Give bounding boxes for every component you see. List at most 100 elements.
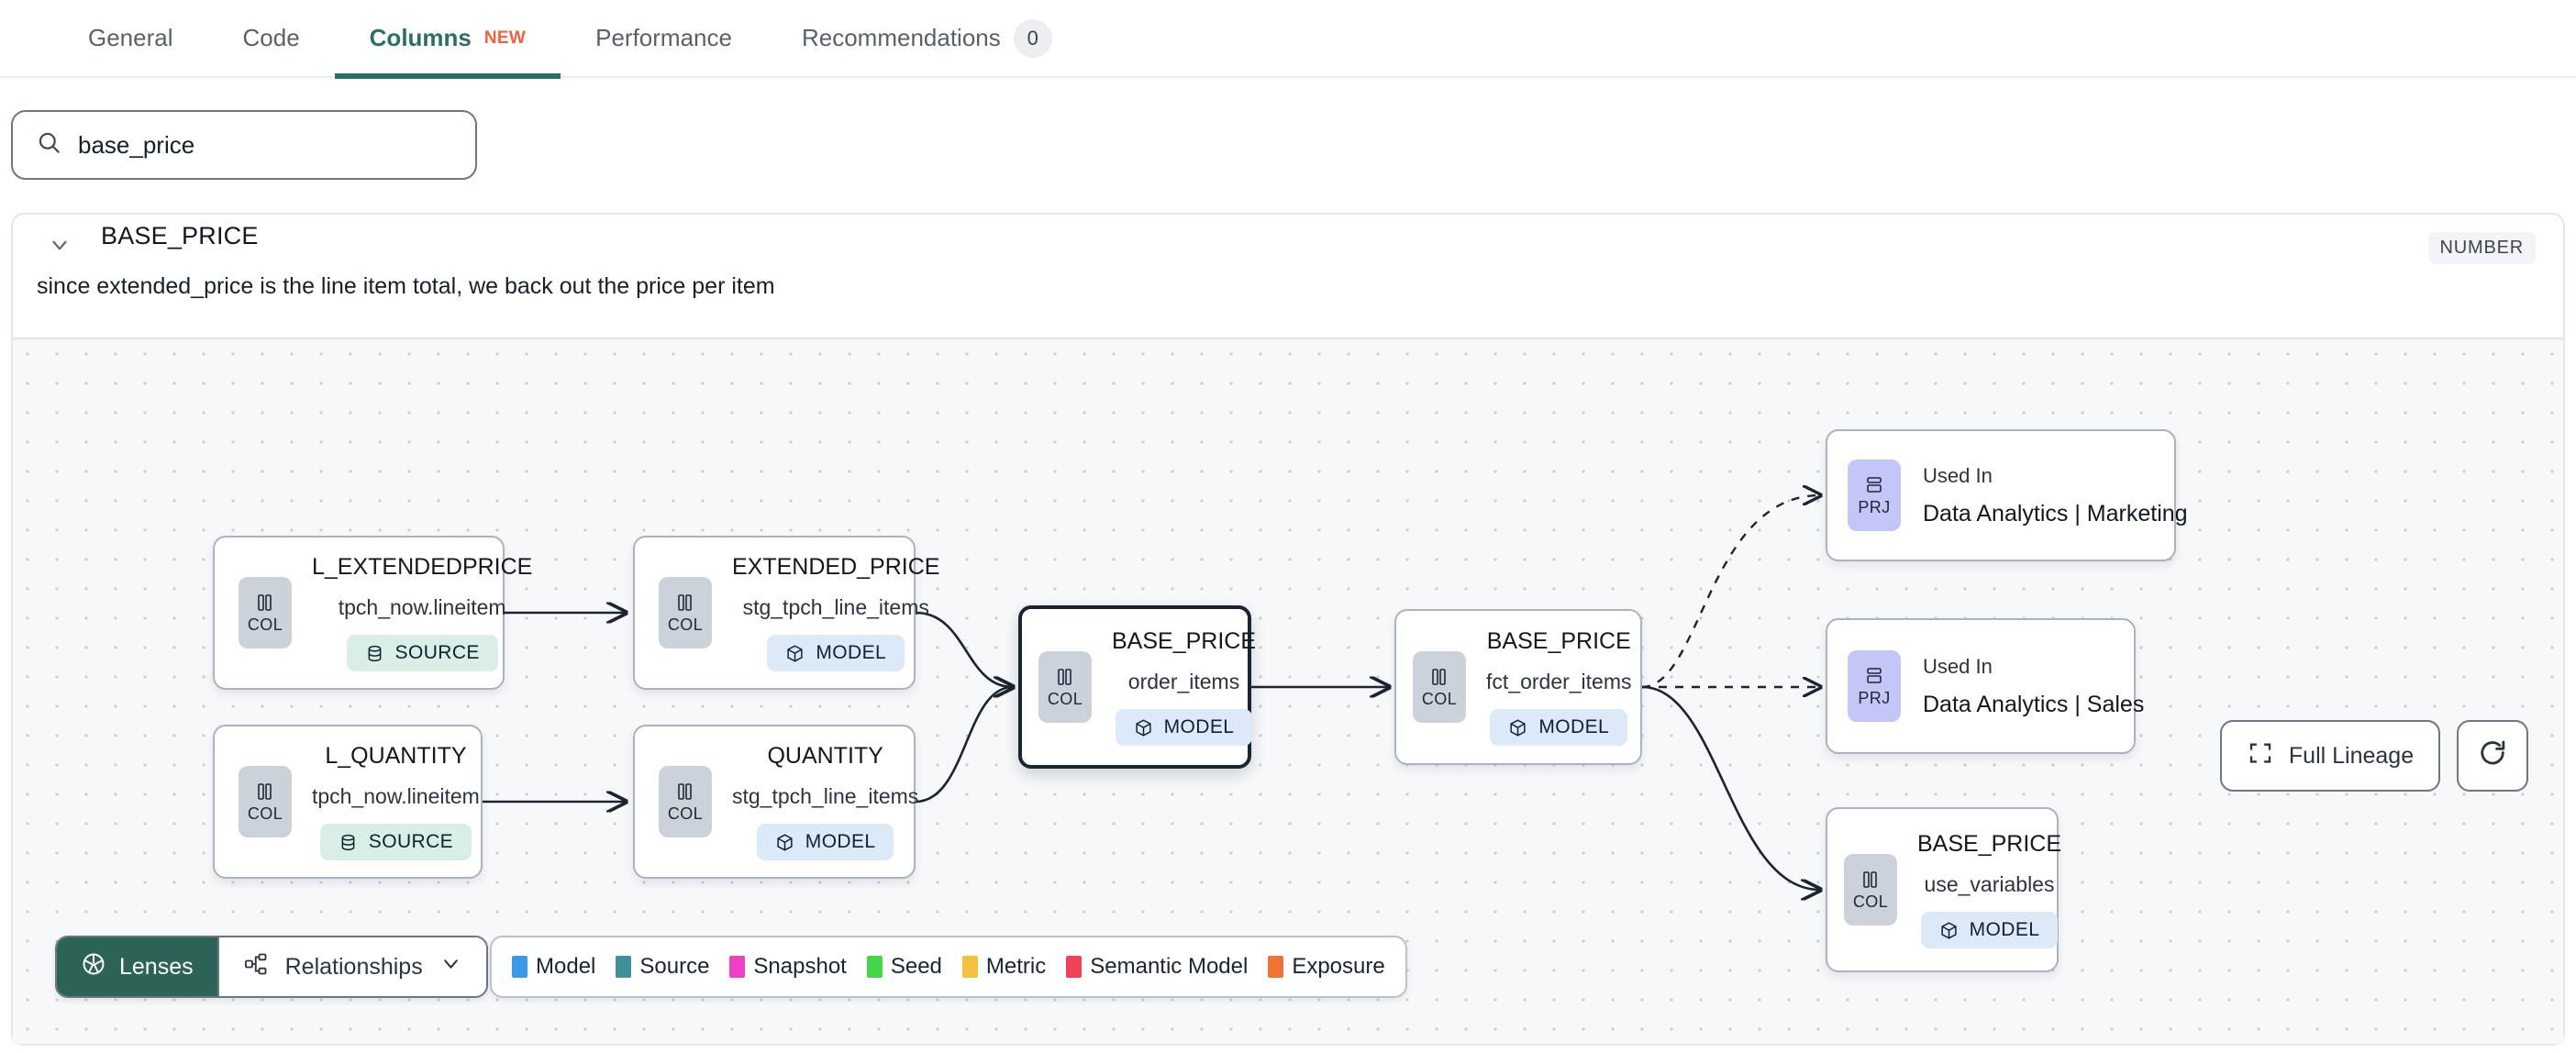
legend-item-model: Model [512, 954, 595, 980]
lineage-legend: Model Source Snapshot Seed Metric Semant… [490, 936, 1407, 998]
search-input[interactable] [78, 130, 451, 160]
col-badge-label: COL [667, 615, 704, 634]
node-subtitle: stg_tpch_line_items [732, 784, 919, 808]
chevron-down-icon[interactable] [48, 233, 72, 257]
node-body: BASE_PRICE order_items MODEL [1092, 628, 1274, 746]
node-body: BASE_PRICE use_variables MODEL [1897, 831, 2080, 948]
tab-general[interactable]: General [53, 0, 208, 77]
node-body: BASE_PRICE fct_order_items MODEL [1466, 628, 1650, 746]
col-badge-label: COL [247, 804, 283, 823]
legend-item-snapshot: Snapshot [729, 954, 847, 980]
column-type-badge: NUMBER [2427, 232, 2536, 264]
legend-swatch [1066, 956, 1083, 978]
chevron-down-icon [439, 952, 462, 981]
node-title: BASE_PRICE [1112, 628, 1257, 654]
search-box[interactable] [11, 110, 477, 180]
legend-swatch [616, 956, 632, 978]
used-in-label: Used In [1923, 463, 1993, 487]
cube-icon [1510, 718, 1526, 737]
col-badge: COL [659, 766, 712, 837]
col-badge: COL [1413, 651, 1466, 723]
prj-badge-label: PRJ [1858, 497, 1891, 516]
search-icon [37, 130, 61, 160]
lineage-node-base-price-order-items[interactable]: COL BASE_PRICE order_items MODEL [1018, 605, 1256, 769]
expand-icon [2247, 739, 2274, 773]
legend-label: Seed [890, 954, 942, 979]
legend-label: Semantic Model [1090, 954, 1249, 979]
relationships-label: Relationships [284, 953, 423, 980]
node-title: L_EXTENDEDPRICE [312, 554, 533, 580]
tab-code[interactable]: Code [208, 0, 335, 77]
column-icon [1058, 668, 1071, 685]
relationships-dropdown[interactable]: Relationships [217, 937, 486, 996]
lenses-label: Lenses [119, 953, 194, 980]
used-in-label: Used In [1923, 654, 1993, 678]
used-in-project-name: Data Analytics | Sales [1923, 691, 2145, 717]
node-body: QUANTITY stg_tpch_line_items MODEL [712, 743, 937, 860]
node-type-tag: MODEL [756, 824, 894, 860]
refresh-button[interactable] [2457, 720, 2528, 792]
aperture-icon [81, 951, 106, 983]
prj-badge: PRJ [1848, 460, 1901, 531]
node-subtitle: tpch_now.lineitem [312, 784, 480, 808]
column-icon [1863, 870, 1877, 888]
node-type-tag: MODEL [1920, 912, 2059, 948]
project-icon [1867, 667, 1882, 683]
lineage-node-used-in-sales[interactable]: PRJ Used In Data Analytics | Sales [1826, 618, 2144, 754]
lineage-node-base-price-use-variables[interactable]: COL BASE_PRICE use_variables MODEL [1826, 807, 2061, 972]
legend-swatch [729, 956, 746, 978]
node-body: L_QUANTITY tpch_now.lineitem SOURCE [292, 743, 498, 860]
project-icon [1867, 476, 1882, 493]
node-type-tag: MODEL [1490, 709, 1628, 746]
tab-label: Columns [369, 24, 472, 51]
node-title: QUANTITY [767, 743, 883, 769]
prj-badge: PRJ [1848, 650, 1901, 722]
node-type-tag-label: MODEL [1163, 716, 1235, 737]
refresh-icon [2476, 737, 2509, 775]
tab-columns[interactable]: Columns NEW [334, 0, 561, 79]
lineage-canvas[interactable]: COL L_EXTENDEDPRICE tpch_now.lineitem SO… [13, 338, 2563, 1044]
node-type-tag-label: SOURCE [394, 642, 480, 663]
legend-item-semantic-model: Semantic Model [1066, 954, 1248, 980]
lineage-edges [483, 339, 2563, 1044]
node-subtitle: stg_tpch_line_items [742, 595, 929, 619]
lineage-node-base-price-fct-order-items[interactable]: COL BASE_PRICE fct_order_items MODEL [1394, 609, 1642, 765]
node-body: Used In Data Analytics | Marketing [1901, 464, 2204, 527]
cube-icon [777, 833, 793, 851]
column-description: since extended_price is the line item to… [37, 273, 775, 299]
col-badge: COL [1038, 651, 1092, 723]
node-body: L_EXTENDEDPRICE tpch_now.lineitem SOURCE [292, 554, 550, 671]
column-icon [678, 593, 692, 611]
lineage-node-extended-price[interactable]: COL EXTENDED_PRICE stg_tpch_line_items M… [633, 536, 939, 690]
tab-performance[interactable]: Performance [561, 0, 767, 77]
legend-label: Exposure [1292, 954, 1385, 979]
col-badge: COL [239, 577, 292, 648]
tab-label: General [88, 24, 173, 51]
legend-item-seed: Seed [866, 954, 942, 980]
column-icon [258, 593, 272, 611]
tab-new-badge: NEW [483, 28, 527, 48]
col-badge-label: COL [247, 615, 283, 634]
lineage-node-quantity[interactable]: COL QUANTITY stg_tpch_line_items MODEL [633, 725, 918, 879]
legend-item-metric: Metric [961, 954, 1046, 980]
node-title: EXTENDED_PRICE [732, 554, 940, 580]
lineage-node-used-in-marketing[interactable]: PRJ Used In Data Analytics | Marketing [1826, 429, 2188, 561]
lenses-button[interactable]: Lenses [57, 937, 217, 996]
col-badge: COL [659, 577, 712, 648]
full-lineage-button[interactable]: Full Lineage [2220, 720, 2440, 792]
database-icon [368, 645, 381, 661]
node-subtitle: fct_order_items [1486, 670, 1632, 693]
cube-icon [1136, 718, 1151, 737]
lineage-node-l-extendedprice[interactable]: COL L_EXTENDEDPRICE tpch_now.lineitem SO… [213, 536, 532, 690]
legend-label: Snapshot [753, 954, 847, 979]
tab-recommendations[interactable]: Recommendations 0 [767, 0, 1087, 77]
node-subtitle: order_items [1127, 670, 1240, 693]
hierarchy-icon [243, 951, 269, 983]
node-type-tag: MODEL [767, 635, 905, 671]
node-type-tag-label: MODEL [1538, 716, 1610, 737]
lineage-node-l-quantity[interactable]: COL L_QUANTITY tpch_now.lineitem SOURCE [213, 725, 483, 879]
full-lineage-label: Full Lineage [2288, 742, 2415, 769]
col-badge-label: COL [1852, 892, 1889, 911]
lens-group: Lenses Relationships [55, 936, 488, 998]
col-badge-label: COL [667, 804, 704, 823]
